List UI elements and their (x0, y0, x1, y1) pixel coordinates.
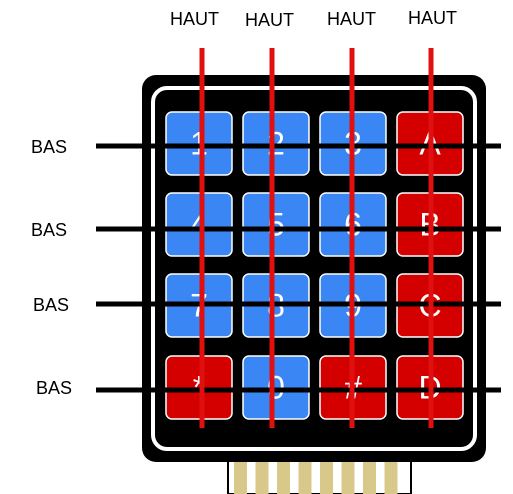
connector-pin (255, 456, 269, 494)
connector-pin (234, 456, 247, 494)
row-label-2: BAS (31, 220, 68, 240)
column-label-1: HAUT (170, 9, 219, 29)
connector-pin (363, 456, 376, 494)
row-label-3: BAS (33, 295, 70, 315)
connector-pin (384, 456, 398, 494)
column-label-3: HAUT (327, 9, 376, 29)
key-5: 5 (242, 192, 310, 257)
connector-pin (320, 456, 333, 494)
column-label-2: HAUT (245, 10, 294, 30)
key-face (165, 192, 233, 257)
connector-pin (341, 456, 355, 494)
row-label-1: BAS (31, 137, 68, 157)
column-lines (199, 48, 434, 428)
key-face (242, 192, 310, 257)
connector-pin (298, 456, 312, 494)
key-label: 4 (190, 207, 208, 243)
key-4: 4 (165, 192, 233, 257)
row-label-4: BAS (36, 378, 73, 398)
keypad-inner-border (151, 86, 477, 451)
connector-pins (227, 455, 412, 494)
connector-pin (277, 456, 290, 494)
column-label-4: HAUT (408, 8, 457, 28)
